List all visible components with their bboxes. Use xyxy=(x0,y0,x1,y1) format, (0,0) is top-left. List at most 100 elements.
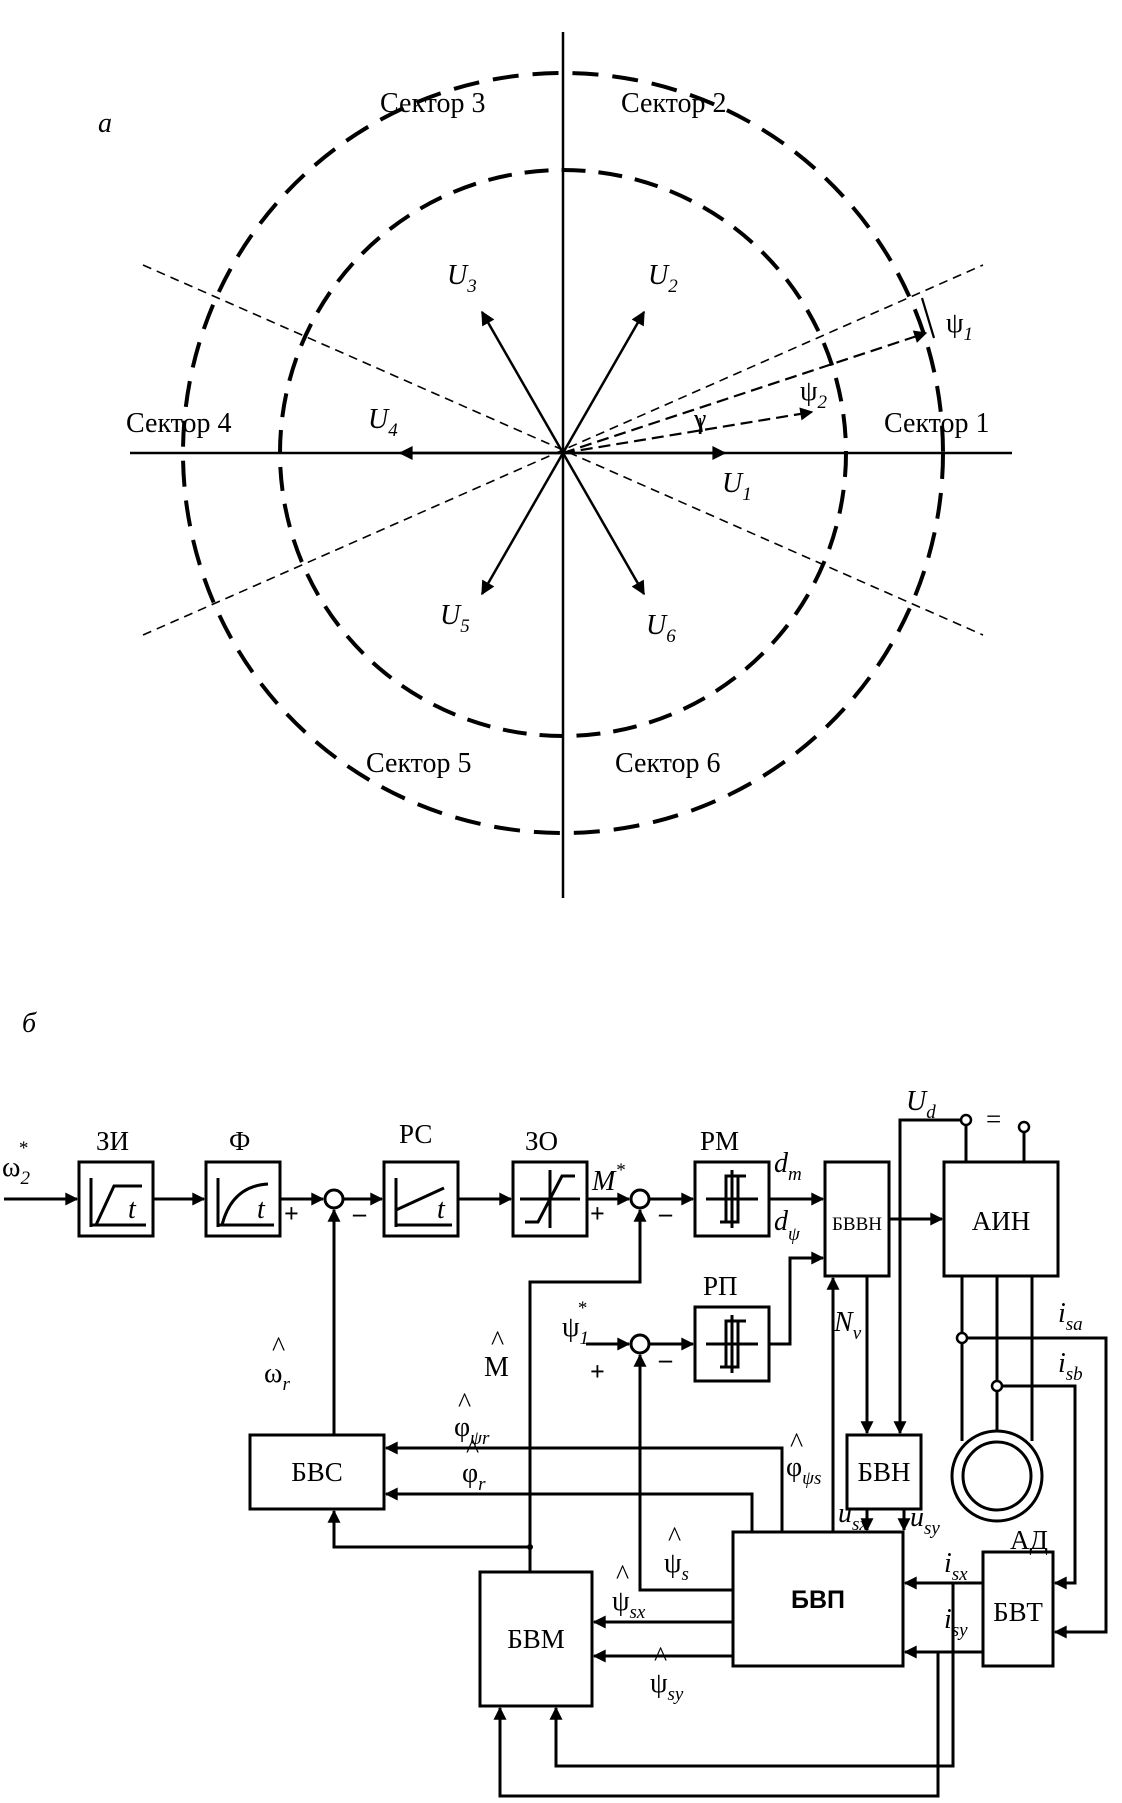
flux-ref-label: ψ1* xyxy=(562,1298,589,1349)
ud-label: Ud xyxy=(906,1086,936,1123)
block-rm-label: РМ xyxy=(700,1126,739,1156)
u1-label: U1 xyxy=(722,468,752,505)
hat-mark: ^ xyxy=(466,1434,479,1465)
nv-label: Nv xyxy=(833,1307,862,1344)
block-bvm-label: БВМ xyxy=(507,1624,565,1654)
sector-boundary-line xyxy=(142,264,984,636)
usy-label: usy xyxy=(910,1502,940,1539)
block-bvm: БВМ xyxy=(478,1570,594,1708)
phi-r-to-bvs-arrow xyxy=(384,1487,754,1532)
flux-1-increment-mark xyxy=(920,297,936,339)
sum-junction-flux xyxy=(629,1333,651,1355)
block-bvvn: БВВН xyxy=(823,1160,891,1278)
hat-mark: ^ xyxy=(654,1642,667,1673)
isx-label: isx xyxy=(944,1548,968,1585)
sector-5-label: Сектор 5 xyxy=(366,748,472,779)
phi-r-label: φr xyxy=(462,1458,486,1495)
dc-terminal-pos xyxy=(959,1113,973,1127)
dm-label: dm xyxy=(774,1148,802,1185)
flux-1-label: ψ1 xyxy=(946,308,973,345)
flux-vector-1-arrow xyxy=(562,330,928,455)
block-zi-label: ЗИ xyxy=(96,1126,129,1156)
sector-1-label: Сектор 1 xyxy=(884,408,990,439)
svg-text:t: t xyxy=(128,1194,137,1225)
plus-sign: + xyxy=(590,1199,605,1228)
rp-to-bvvn-arrow xyxy=(769,1251,825,1346)
current-sensor-a xyxy=(955,1331,969,1345)
phi-psi-s-label: φψs xyxy=(786,1452,821,1489)
sum-junction-torque xyxy=(629,1188,651,1210)
isa-to-bvt-arrow xyxy=(962,1336,1108,1639)
junction-dot xyxy=(527,1544,533,1550)
u3-label: U3 xyxy=(447,260,477,297)
hat-mark: ^ xyxy=(668,1522,681,1553)
hat-mark: ^ xyxy=(272,1332,285,1363)
svg-text:t: t xyxy=(437,1194,446,1225)
sector-3-label: Сектор 3 xyxy=(380,88,486,119)
block-zi: t ЗИ xyxy=(77,1126,155,1238)
plus-sign: + xyxy=(590,1357,605,1386)
plus-sign: + xyxy=(284,1199,299,1228)
isb-label: isb xyxy=(1058,1348,1083,1385)
usx-label: usx xyxy=(838,1498,868,1535)
angle-arc xyxy=(699,417,703,433)
u5-label: U5 xyxy=(440,600,470,637)
phi-psi-r-label: φψr xyxy=(454,1412,490,1449)
vector-u6-arrow xyxy=(561,452,646,596)
vector-u2-arrow xyxy=(561,310,646,454)
minus-sign: – xyxy=(658,1345,673,1374)
current-sensor-b xyxy=(990,1379,1004,1393)
dc-terminal-neg xyxy=(1017,1120,1031,1134)
block-f-label: Ф xyxy=(229,1126,250,1156)
panel-b-label: б xyxy=(22,1008,37,1039)
minus-sign: – xyxy=(352,1199,367,1228)
bvm-to-bvs-arrow xyxy=(327,1509,530,1549)
flux-vector-2-arrow xyxy=(562,407,814,455)
omega-est-label: ωr xyxy=(264,1358,290,1395)
u4-label: U4 xyxy=(368,404,398,441)
isy-to-bvm-arrow xyxy=(493,1652,940,1798)
panel-b: б t ЗИ t Ф t РС ЗО xyxy=(2,1008,1108,1798)
sum-junction-speed xyxy=(323,1188,345,1210)
isx-to-bvm-arrow xyxy=(549,1583,955,1768)
flux-feedback-arrow xyxy=(633,1353,733,1592)
vector-u3-arrow xyxy=(480,310,565,454)
flux-2-label: ψ2 xyxy=(800,376,828,413)
block-bvp-label: БВП xyxy=(791,1586,845,1614)
torque-ref-label: M* xyxy=(591,1160,625,1197)
block-rs: t РС xyxy=(382,1119,460,1238)
block-f: t Ф xyxy=(204,1126,282,1238)
psi-s-label: ψs xyxy=(664,1548,689,1585)
block-bvvn-label: БВВН xyxy=(832,1214,882,1235)
angle-label: γ xyxy=(693,404,706,435)
block-bvp: БВП xyxy=(731,1530,905,1668)
block-zo: ЗО xyxy=(511,1126,589,1238)
minus-sign: – xyxy=(658,1199,673,1228)
sector-6-label: Сектор 6 xyxy=(615,748,721,779)
isa-label: isa xyxy=(1058,1298,1083,1335)
omega-ref-label: ω2* xyxy=(2,1138,30,1189)
dc-symbol: = xyxy=(986,1104,1001,1134)
u6-label: U6 xyxy=(646,610,676,647)
psi-sy-label: ψsy xyxy=(650,1668,684,1705)
block-bvt-label: БВТ xyxy=(993,1597,1043,1627)
block-bvn: БВН xyxy=(845,1433,923,1511)
motor-ad: АД xyxy=(950,1429,1048,1555)
phi-psi-s-to-bvs-arrow xyxy=(384,1441,784,1532)
block-rm: РМ xyxy=(693,1126,771,1238)
hat-mark: ^ xyxy=(458,1388,471,1419)
block-bvn-label: БВН xyxy=(857,1457,910,1487)
block-bvs: БВС xyxy=(248,1433,386,1511)
hat-mark: ^ xyxy=(491,1326,504,1357)
torque-est-label: M xyxy=(484,1352,509,1383)
u2-label: U2 xyxy=(648,260,678,297)
panel-a: а Сектор 1 Сектор 2 Сектор 3 Сектор 4 Се… xyxy=(98,32,1012,898)
block-zo-label: ЗО xyxy=(525,1126,558,1156)
vector-u5-arrow xyxy=(480,452,565,596)
svg-text:t: t xyxy=(257,1194,266,1225)
block-bvs-label: БВС xyxy=(291,1457,343,1487)
sector-4-label: Сектор 4 xyxy=(126,408,232,439)
block-rs-label: РС xyxy=(399,1119,432,1149)
torque-feedback-arrow xyxy=(528,1208,647,1572)
dpsi-label: dψ xyxy=(774,1206,801,1245)
